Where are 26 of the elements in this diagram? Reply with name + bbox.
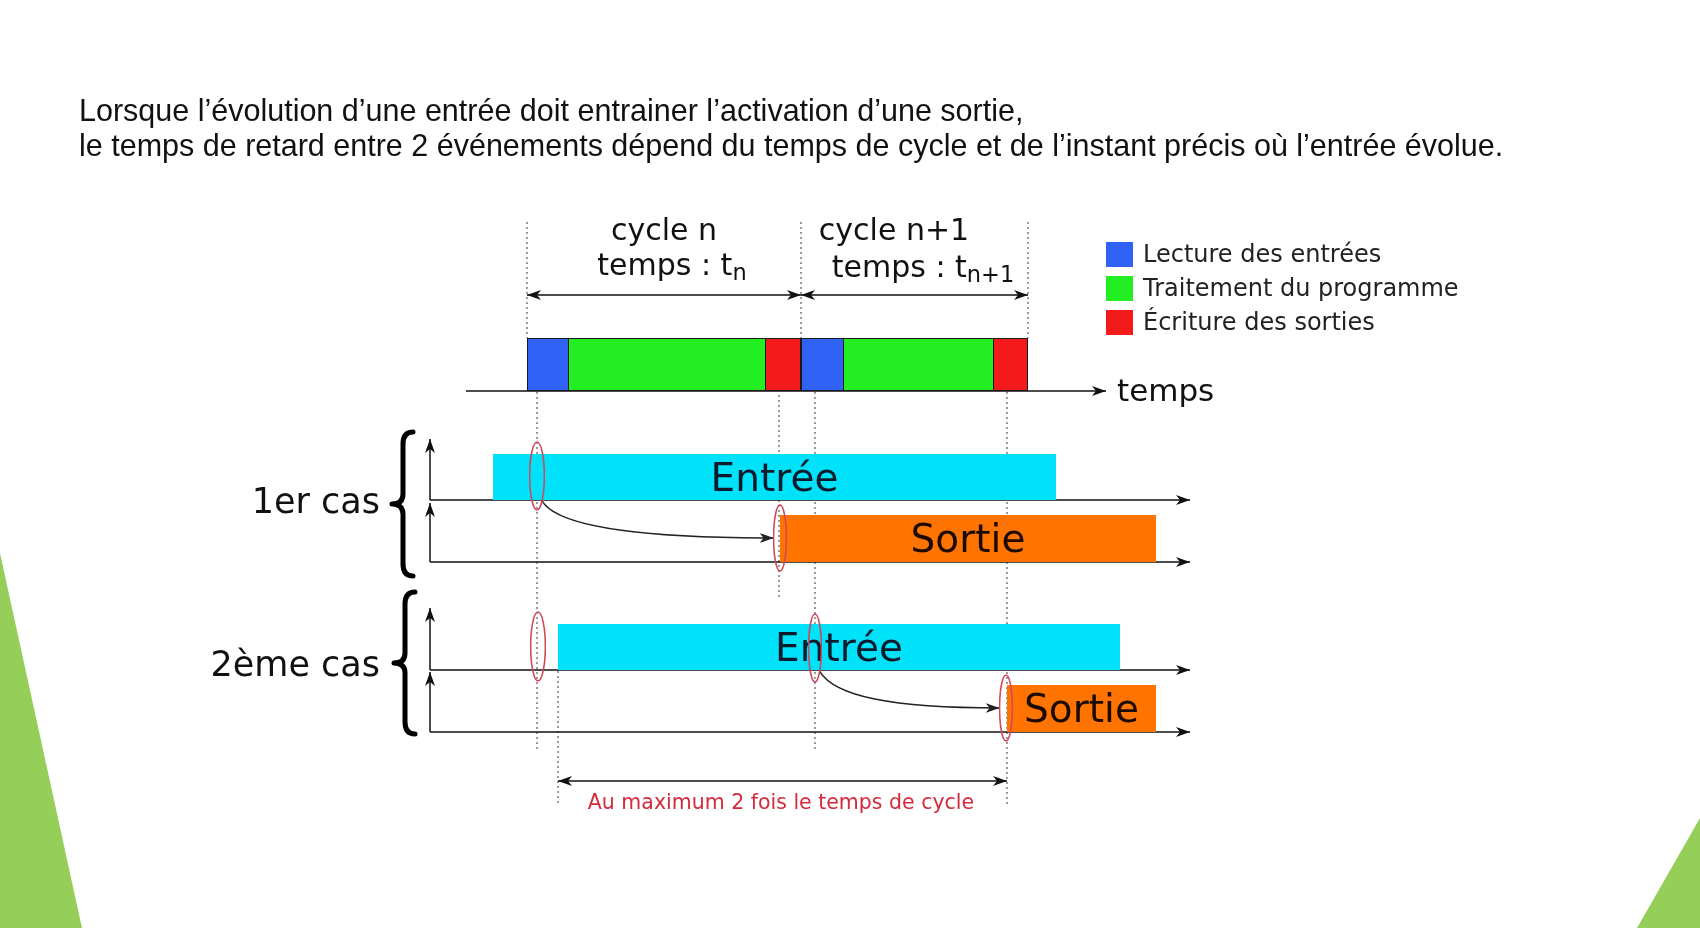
cycle-segment: [843, 338, 994, 391]
signal-bar: [493, 454, 1056, 500]
cycle-segment: [765, 338, 801, 391]
cycle-segment: [527, 338, 569, 391]
intro-text: le temps de retard entre 2 événements dépend du temps de cycle et de l’instant précis où l’entrée évolue.: [79, 129, 1504, 163]
cycle-time-label: temps : t$_{n}$: [597, 247, 747, 281]
case-label: 1er cas: [251, 481, 380, 521]
case-label: 2ème cas: [210, 644, 380, 684]
cycle-segment: [993, 338, 1028, 391]
cycle-segment: [801, 338, 844, 391]
signal-label: Sortie: [1024, 689, 1139, 728]
intro-text: Lorsque l’évolution d’une entrée doit entrainer l’activation d’une sortie,: [79, 94, 1024, 128]
dimension-label: Au maximum 2 fois le temps de cycle: [587, 790, 975, 814]
cycle-time-label: temps : t$_{n+1}$: [831, 249, 1015, 283]
signal-bar: [780, 515, 1156, 562]
signal-bar: [1007, 685, 1156, 732]
axis-label: temps: [1117, 372, 1215, 408]
cycle-label: cycle n+1: [818, 212, 970, 246]
curved-arrow: [818, 670, 1001, 713]
cycle-segment: [568, 338, 766, 391]
curved-arrow: [541, 500, 775, 543]
legend-label: Traitement du programme: [1143, 276, 1459, 300]
legend-label: Lecture des entrées: [1143, 242, 1382, 266]
signal-label: Entrée: [710, 457, 839, 497]
signal-label: Sortie: [910, 519, 1026, 558]
cycle-label: cycle n: [610, 212, 718, 246]
